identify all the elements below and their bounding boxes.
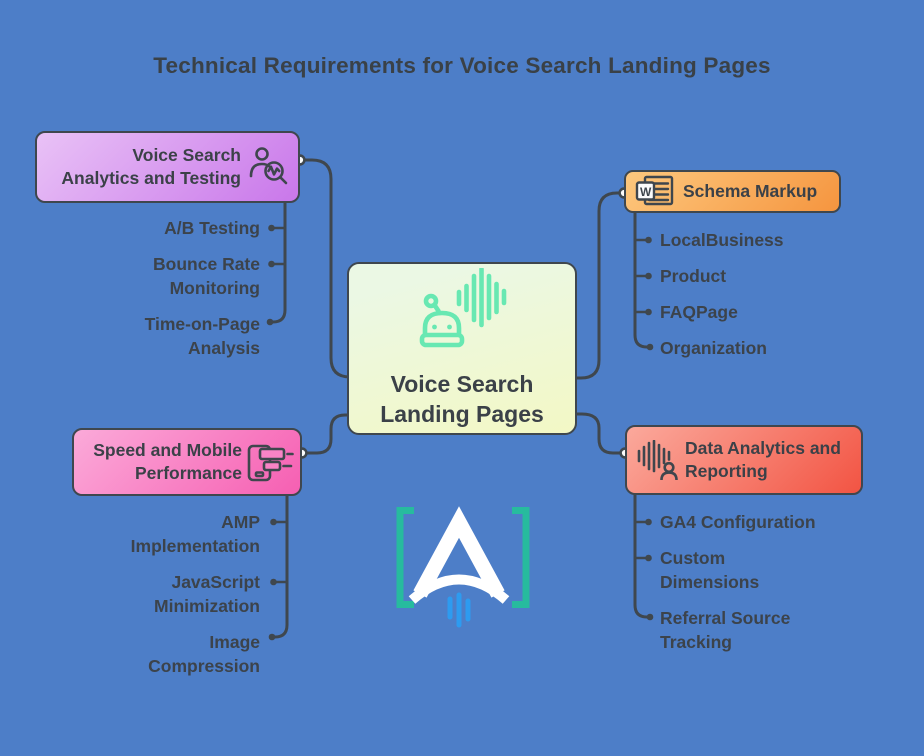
branch-node-schema: W Schema Markup: [624, 170, 841, 213]
subitem-bounce-rate-monitoring: Bounce Rate Monitoring: [153, 254, 260, 298]
brand-logo: [393, 506, 533, 637]
voice-assistant-waveform-icon: [415, 266, 510, 359]
subitem-custom-dimensions: Custom Dimensions: [660, 548, 760, 592]
subitem-ga4-configuration: GA4 Configuration: [660, 512, 816, 532]
branch-node-data-label: Data Analytics and Reporting: [685, 438, 841, 481]
subitem-faqpage: FAQPage: [660, 302, 738, 322]
branch-node-schema-label: Schema Markup: [683, 181, 818, 201]
subitem-image-compression: Image Compression: [148, 632, 260, 676]
bracketed-a-rocket-logo: [396, 506, 530, 628]
smartphone-speed-icon: [247, 441, 294, 483]
subitem-localbusiness: LocalBusiness: [660, 230, 784, 250]
audio-waveform-person-icon: [636, 440, 678, 480]
subitem-javascript-minimization: JavaScript Minimization: [154, 572, 260, 616]
branch-node-analytics: Voice Search Analytics and Testing: [35, 131, 300, 203]
branch-node-speed-label: Speed and Mobile Performance: [93, 440, 242, 483]
branch-node-data: Data Analytics and Reporting: [625, 425, 863, 495]
subitem-amp-implementation: AMP Implementation: [130, 512, 260, 556]
branch-node-analytics-label: Voice Search Analytics and Testing: [61, 145, 241, 188]
subitem-referral-source-tracking: Referral Source Tracking: [660, 608, 791, 652]
subitem-ab-testing: A/B Testing: [164, 218, 260, 238]
word-document-icon: W: [635, 175, 675, 209]
person-magnifier-analytics-icon: [248, 145, 290, 190]
subitem-product: Product: [660, 266, 727, 286]
center-node-label: Voice Search Landing Pages: [380, 371, 544, 427]
branch-node-speed: Speed and Mobile Performance: [72, 428, 302, 496]
subitem-time-on-page-analysis: Time-on-Page Analysis: [144, 314, 260, 358]
svg-text:W: W: [640, 184, 652, 198]
subitem-organization: Organization: [660, 338, 767, 358]
page-title: Technical Requirements for Voice Search …: [153, 53, 771, 78]
center-node: Voice Search Landing Pages: [347, 262, 577, 435]
